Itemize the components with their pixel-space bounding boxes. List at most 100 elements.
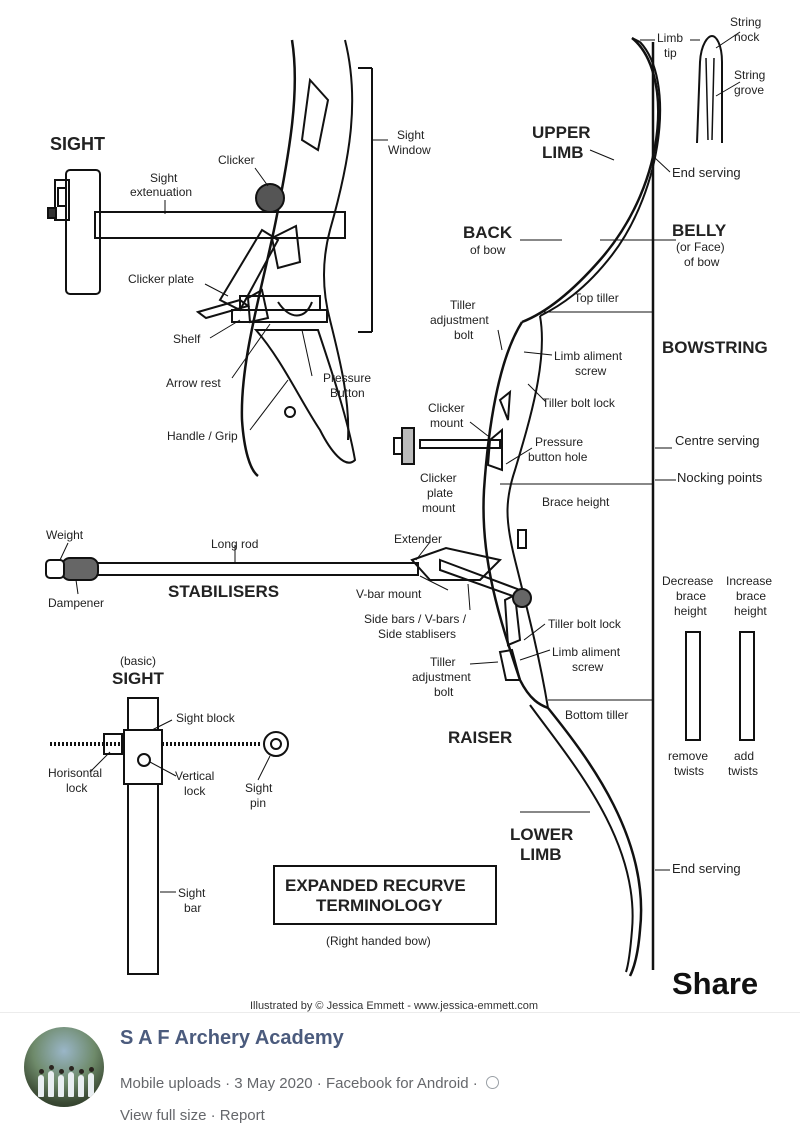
- label-sight-2: SIGHT: [112, 669, 165, 688]
- label-pressure-hole-2: button hole: [528, 450, 588, 464]
- label-clicker-plate-mount-3: mount: [422, 501, 456, 515]
- label-belly-2: (or Face): [676, 240, 725, 254]
- recurve-bow-illustration: SIGHT Sight extenuation Clicker Sight Wi…: [0, 0, 800, 1012]
- label-centre-serving: Centre serving: [675, 433, 760, 448]
- label-extender: Extender: [394, 532, 442, 546]
- label-increase-3: height: [734, 604, 767, 618]
- label-dampener: Dampener: [48, 596, 104, 610]
- label-add-2: twists: [728, 764, 758, 778]
- album-link[interactable]: Mobile uploads: [120, 1075, 221, 1092]
- sight-bar: [95, 212, 345, 238]
- label-sight-window-1: Sight: [397, 128, 425, 142]
- label-add-1: add: [734, 749, 754, 763]
- label-decrease-1: Decrease: [662, 574, 714, 588]
- label-lower-limb-1: LOWER: [510, 825, 573, 844]
- label-tiller-adj-b3: bolt: [434, 685, 454, 699]
- label-tiller-bolt-lock: Tiller bolt lock: [542, 396, 616, 410]
- label-clicker-plate-mount-1: Clicker: [420, 471, 457, 485]
- long-rod: [48, 563, 418, 575]
- label-remove-1: remove: [668, 749, 708, 763]
- label-string-grove-2: grove: [734, 83, 764, 97]
- label-upper-limb-1: UPPER: [532, 123, 591, 142]
- label-limb-aliment-2: screw: [575, 364, 607, 378]
- label-limb-tip-2: tip: [664, 46, 677, 60]
- label-remove-2: twists: [674, 764, 704, 778]
- label-bowstring: BOWSTRING: [662, 338, 768, 357]
- label-sight-window-2: Window: [388, 143, 431, 157]
- label-pressure-button-1: Pressure: [323, 371, 371, 385]
- share-text: Share: [672, 966, 758, 1002]
- label-arrow-rest: Arrow rest: [166, 376, 221, 390]
- label-clicker-mount-2: mount: [430, 416, 464, 430]
- label-horisontal-1: Horisontal: [48, 766, 102, 780]
- upper-limb-belly: [540, 42, 660, 316]
- label-clicker-plate: Clicker plate: [128, 272, 194, 286]
- label-brace-height: Brace height: [542, 495, 610, 509]
- label-increase-1: Increase: [726, 574, 772, 588]
- label-limb-aliment-b1: Limb aliment: [552, 645, 621, 659]
- label-sight-pin-2: pin: [250, 796, 266, 810]
- label-back-1: BACK: [463, 223, 513, 242]
- app-link[interactable]: Facebook for Android: [326, 1075, 469, 1092]
- label-tiller-adj-b2: adjustment: [412, 670, 471, 684]
- post-links: View full size · Report: [120, 1107, 265, 1124]
- label-upper-limb-2: LIMB: [542, 143, 584, 162]
- weight-shape: [46, 560, 64, 578]
- illustration-credit: Illustrated by © Jessica Emmett - www.je…: [250, 1000, 538, 1012]
- label-end-serving-bottom: End serving: [672, 861, 741, 876]
- label-belly-1: BELLY: [672, 221, 727, 240]
- label-stabilisers: STABILISERS: [168, 582, 279, 601]
- label-nocking-points: Nocking points: [677, 470, 763, 485]
- label-clicker-plate-mount-2: plate: [427, 486, 453, 500]
- label-handle-grip: Handle / Grip: [167, 429, 238, 443]
- label-vertical-1: Vertical: [175, 769, 214, 783]
- label-sight-extenuation-1: Sight: [150, 171, 178, 185]
- label-pressure-button-2: Button: [330, 386, 365, 400]
- diagram-title-1: EXPANDED RECURVE: [285, 876, 466, 895]
- archery-diagram: SIGHT Sight extenuation Clicker Sight Wi…: [0, 0, 800, 1012]
- label-increase-2: brace: [736, 589, 766, 603]
- label-tiller-adj-1: Tiller: [450, 298, 476, 312]
- label-tiller-adj-b1: Tiller: [430, 655, 456, 669]
- page-avatar[interactable]: [24, 1027, 104, 1107]
- label-limb-tip-1: Limb: [657, 31, 683, 45]
- label-string-nock-1: String: [730, 15, 761, 29]
- label-sight-bar-2: bar: [184, 901, 201, 915]
- label-decrease-3: height: [674, 604, 707, 618]
- label-clicker-mount-1: Clicker: [428, 401, 465, 415]
- label-limb-aliment-b2: screw: [572, 660, 604, 674]
- label-bottom-tiller: Bottom tiller: [565, 708, 628, 722]
- report-link[interactable]: Report: [220, 1107, 265, 1124]
- label-long-rod: Long rod: [211, 537, 258, 551]
- page-name-link[interactable]: S A F Archery Academy: [120, 1027, 344, 1050]
- label-sight-bar-1: Sight: [178, 886, 206, 900]
- label-top-tiller: Top tiller: [574, 291, 619, 305]
- label-sight-pin-1: Sight: [245, 781, 273, 795]
- label-side-bars-2: Side stablisers: [378, 627, 456, 641]
- post-meta: Mobile uploads · 3 May 2020 · Facebook f…: [120, 1075, 499, 1092]
- label-limb-aliment-1: Limb aliment: [554, 349, 623, 363]
- diagram-title-2: TERMINOLOGY: [316, 896, 443, 915]
- label-belly-3: of bow: [684, 255, 720, 269]
- label-horisontal-2: lock: [66, 781, 88, 795]
- label-tiller-adj-2: adjustment: [430, 313, 489, 327]
- label-basic: (basic): [120, 654, 156, 668]
- label-weight: Weight: [46, 528, 84, 542]
- label-vbar-mount: V-bar mount: [356, 587, 422, 601]
- globe-icon: [486, 1076, 499, 1089]
- label-sight: SIGHT: [50, 134, 105, 154]
- label-back-2: of bow: [470, 243, 506, 257]
- label-lower-limb-2: LIMB: [520, 845, 562, 864]
- diagram-subtitle: (Right handed bow): [326, 934, 431, 948]
- label-clicker: Clicker: [218, 153, 255, 167]
- label-decrease-2: brace: [676, 589, 706, 603]
- label-sight-block: Sight block: [176, 711, 236, 725]
- label-string-grove-1: String: [734, 68, 765, 82]
- label-tiller-adj-3: bolt: [454, 328, 474, 342]
- dampener-shape: [62, 558, 98, 580]
- label-shelf: Shelf: [173, 332, 201, 346]
- label-pressure-hole-1: Pressure: [535, 435, 583, 449]
- label-side-bars-1: Side bars / V-bars /: [364, 612, 467, 626]
- post-date-link[interactable]: 3 May 2020: [234, 1075, 312, 1092]
- view-full-size-link[interactable]: View full size: [120, 1107, 206, 1124]
